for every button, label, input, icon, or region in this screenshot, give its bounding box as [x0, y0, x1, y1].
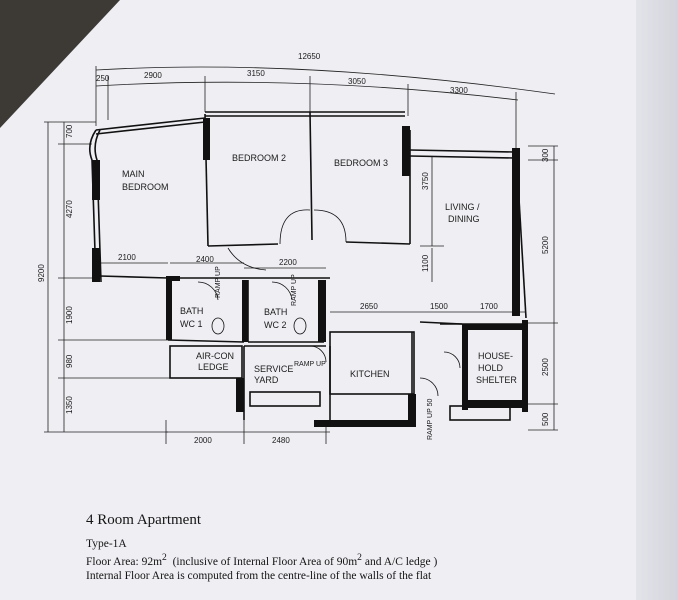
dim-bottom-1: 2000 [194, 436, 212, 445]
bath-2-label-1: BATH [264, 307, 287, 317]
living-dining-label-1: LIVING / [445, 202, 480, 212]
ramp-label-3: RAMP UP [294, 361, 326, 368]
dim-inner-v1: 3750 [421, 172, 430, 190]
dim-left-2: 4270 [65, 200, 74, 218]
dim-right-4: 500 [541, 412, 550, 426]
dim-inner-1: 2100 [118, 253, 136, 262]
main-bedroom-label-2: BEDROOM [122, 182, 169, 192]
dim-top-4: 3050 [348, 77, 366, 86]
living-dining-label-2: DINING [448, 214, 480, 224]
dim-right-2: 5200 [541, 236, 550, 254]
dim-left-1: 700 [65, 124, 74, 138]
dim-top-2: 2900 [144, 71, 162, 80]
dim-bottom-2: 2480 [272, 436, 290, 445]
dim-right-3: 2500 [541, 358, 550, 376]
thick-walls [92, 118, 528, 427]
plan-caption: 4 Room Apartment Type-1A Floor Area: 92m… [86, 512, 437, 583]
dim-left-3: 1900 [65, 306, 74, 324]
aircon-label-1: AIR-CON [196, 351, 234, 361]
dim-right-1: 300 [541, 148, 550, 162]
floor-area-note-sup: 2 [357, 552, 362, 563]
paper-edge [636, 0, 678, 600]
shelter-label-3: SHELTER [476, 375, 517, 385]
floor-area-note-a: (inclusive of Internal Floor Area of 90m [172, 555, 358, 568]
dimension-labels: 12650 250 2900 3150 3050 3300 9200 700 4… [37, 52, 550, 445]
caption-type: Type-1A [86, 538, 127, 550]
bedroom-2-label: BEDROOM 2 [232, 153, 286, 163]
shelter-label-1: HOUSE- [478, 351, 513, 361]
bath-1-label-1: BATH [180, 306, 203, 316]
floor-area-note-b: and A/C ledge ) [361, 555, 438, 568]
bath-1-label-2: WC 1 [180, 319, 203, 329]
kitchen-label: KITCHEN [350, 369, 390, 379]
dim-left-4: 980 [65, 354, 74, 368]
ramp-labels: RAMP UP RAMP UP RAMP UP RAMP UP 50 [215, 266, 434, 440]
dim-left-total: 9200 [37, 264, 46, 282]
floor-area-prefix: Floor Area: 92m [86, 555, 163, 568]
ramp-label-1: RAMP UP [215, 266, 222, 298]
main-bedroom-label-1: MAIN [122, 169, 145, 179]
dim-top-3: 3150 [247, 69, 265, 78]
ramp-label-2: RAMP UP [291, 274, 298, 306]
dim-inner-4: 2650 [360, 302, 378, 311]
service-yard-label-1: SERVICE [254, 364, 293, 374]
floor-area-sup: 2 [162, 552, 167, 563]
room-labels: MAIN BEDROOM BEDROOM 2 BEDROOM 3 LIVING … [122, 153, 517, 385]
bath-2-label-2: WC 2 [264, 320, 287, 330]
dim-top-5: 3300 [450, 86, 468, 95]
caption-floor-area: Floor Area: 92m2 (inclusive of Internal … [86, 551, 437, 569]
dim-top-1: 250 [96, 74, 110, 83]
ramp-label-4: RAMP UP 50 [427, 399, 434, 440]
service-yard-label-2: YARD [254, 375, 279, 385]
dim-inner-2: 2400 [196, 255, 214, 264]
aircon-label-2: LEDGE [198, 362, 229, 372]
dim-top-total: 12650 [298, 52, 321, 61]
caption-note: Internal Floor Area is computed from the… [86, 569, 432, 582]
dim-left-5: 1350 [65, 396, 74, 414]
dim-inner-v2: 1100 [421, 254, 430, 272]
bedroom-3-label: BEDROOM 3 [334, 158, 388, 168]
dim-inner-3: 2200 [279, 258, 297, 267]
dim-inner-6: 1700 [480, 302, 498, 311]
shelter-label-2: HOLD [478, 363, 504, 373]
caption-title: 4 Room Apartment [86, 512, 201, 528]
dim-inner-5: 1500 [430, 302, 448, 311]
door-swings [197, 209, 461, 397]
